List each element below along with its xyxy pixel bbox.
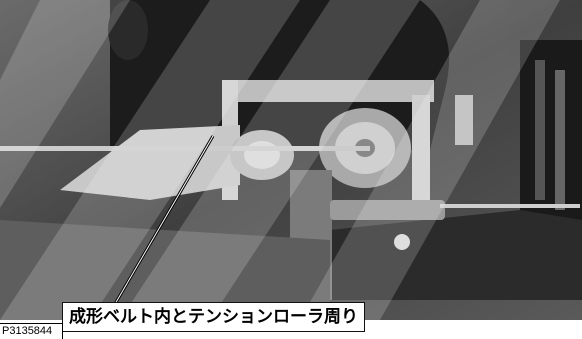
figure-id: P3135844: [0, 323, 63, 339]
machine-photo: [0, 0, 582, 320]
photo-caption: 成形ベルト内とテンションローラ周り: [62, 302, 365, 332]
machine-photo-illustration: [0, 0, 582, 320]
